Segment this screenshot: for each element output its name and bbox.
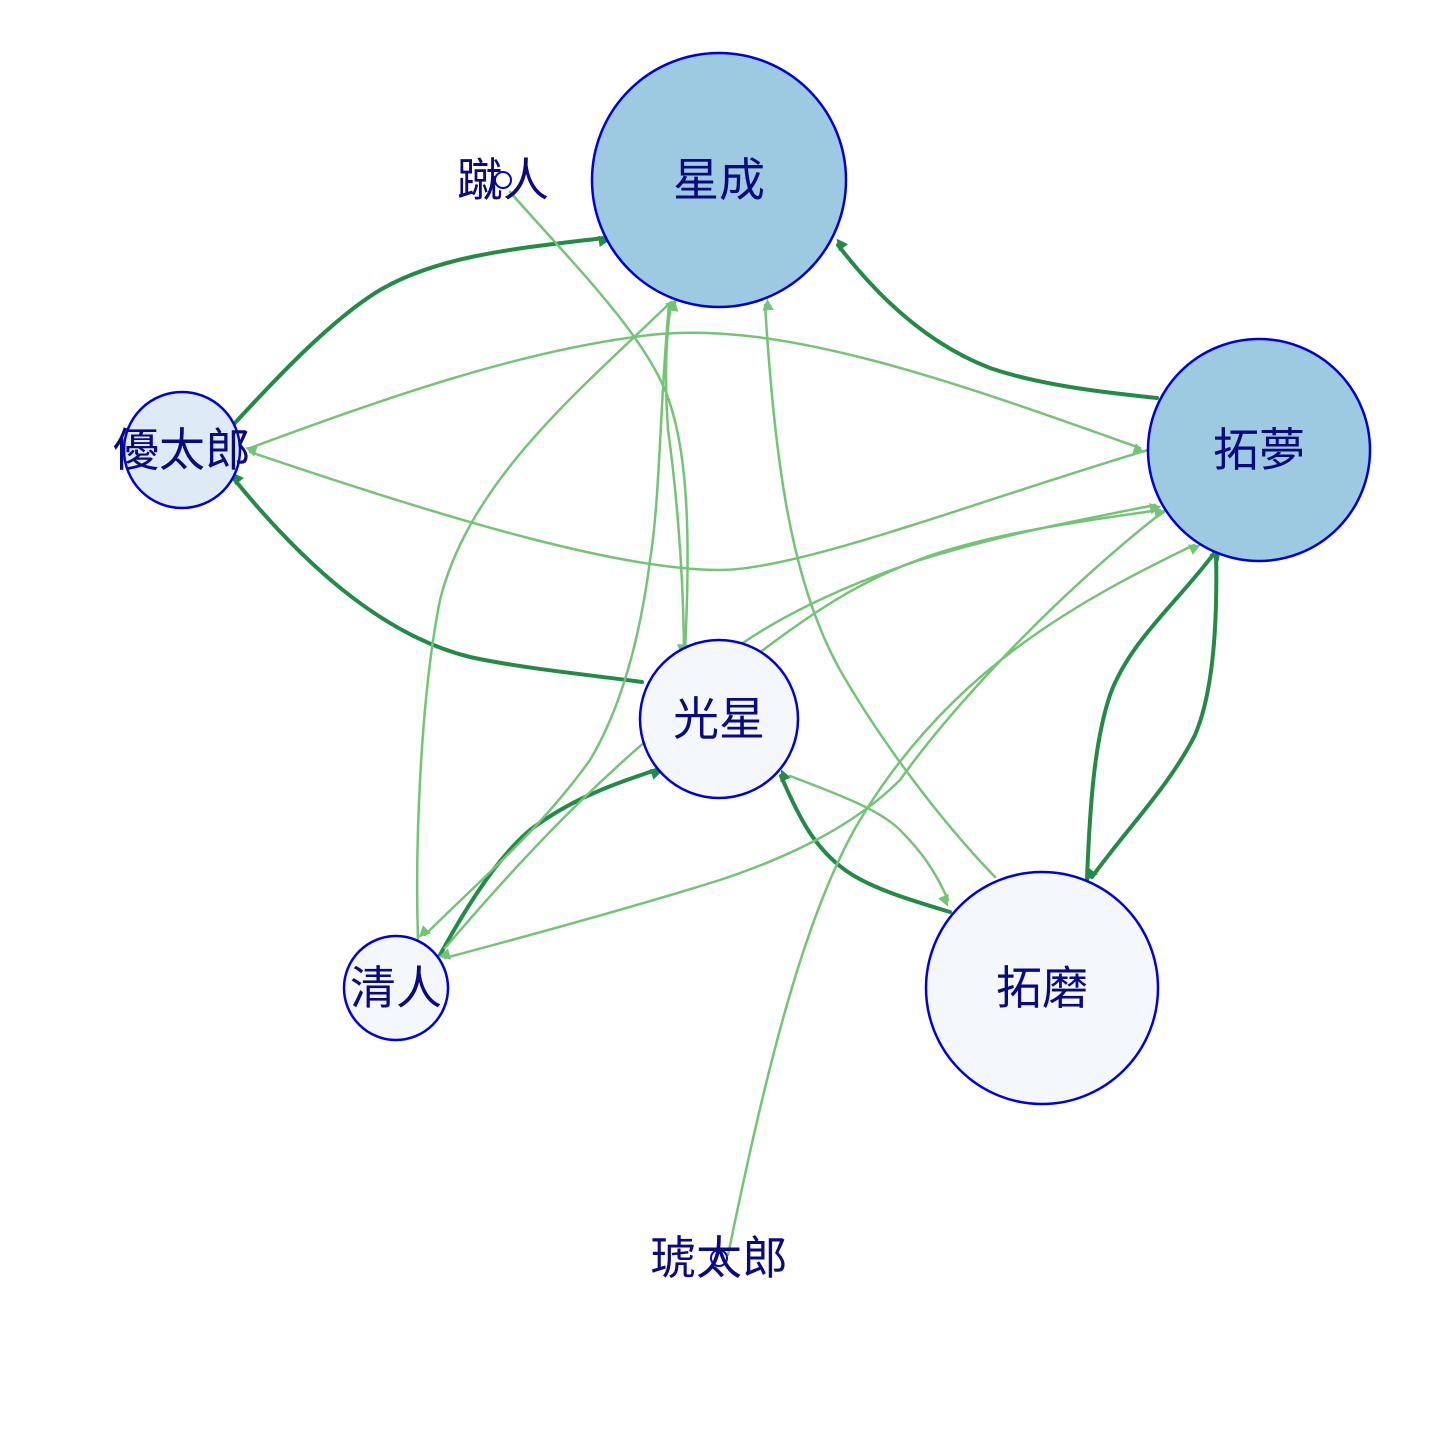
node-yutaro[interactable]: 優太郎 [113, 390, 251, 510]
node-label: 蹴人 [457, 153, 549, 207]
edge-hoshinari-to-kiyoto [418, 303, 671, 938]
node-takumu[interactable]: 拓夢 [1146, 337, 1372, 563]
node-marker [494, 171, 512, 189]
edge-kiyoto-to-hoshinari [415, 299, 678, 942]
edge-takumu-to-yutaro [245, 445, 1150, 572]
edge-takumu-to-hoshinari [836, 238, 1159, 400]
node-circle [590, 51, 848, 309]
node-circle [342, 934, 450, 1042]
node-shuto[interactable]: 蹴人 [457, 153, 549, 207]
node-label: 光星 [673, 692, 765, 746]
node-circle [1146, 337, 1372, 563]
edge-takuma-to-takumu [1085, 548, 1221, 882]
node-kotaro[interactable]: 琥太郎 [650, 1231, 788, 1285]
node-circle [122, 390, 242, 510]
node-label: 琥太郎 [650, 1231, 788, 1285]
edge-yutaro-to-takumu [248, 331, 1145, 455]
node-circle [638, 638, 800, 800]
node-label: 拓磨 [996, 961, 1088, 1015]
node-takuma[interactable]: 拓磨 [924, 870, 1160, 1106]
edge-kosei-to-takuma [788, 774, 950, 907]
node-label: 拓夢 [1213, 423, 1305, 477]
node-kosei[interactable]: 光星 [638, 638, 800, 800]
node-label: 星成 [673, 153, 765, 207]
edge-takuma-to-kosei [779, 769, 952, 914]
node-label: 優太郎 [113, 423, 251, 477]
edge-takumu-to-takuma [1086, 550, 1219, 881]
edge-takumu-to-kiyoto [438, 508, 1167, 960]
edge-kotaro-to-takumu [726, 543, 1201, 1257]
edge-kosei-to-yutaro [232, 472, 644, 684]
edge-takuma-to-hoshinari [762, 298, 997, 879]
edges-layer [232, 190, 1221, 1257]
node-kiyoto[interactable]: 清人 [342, 934, 450, 1042]
node-marker [710, 1249, 728, 1267]
edge-kiyoto-to-kosei [438, 768, 663, 957]
node-circle [924, 870, 1160, 1106]
node-hoshinari[interactable]: 星成 [590, 51, 848, 309]
node-label: 清人 [350, 961, 442, 1015]
edge-yutaro-to-hoshinari [232, 235, 611, 426]
